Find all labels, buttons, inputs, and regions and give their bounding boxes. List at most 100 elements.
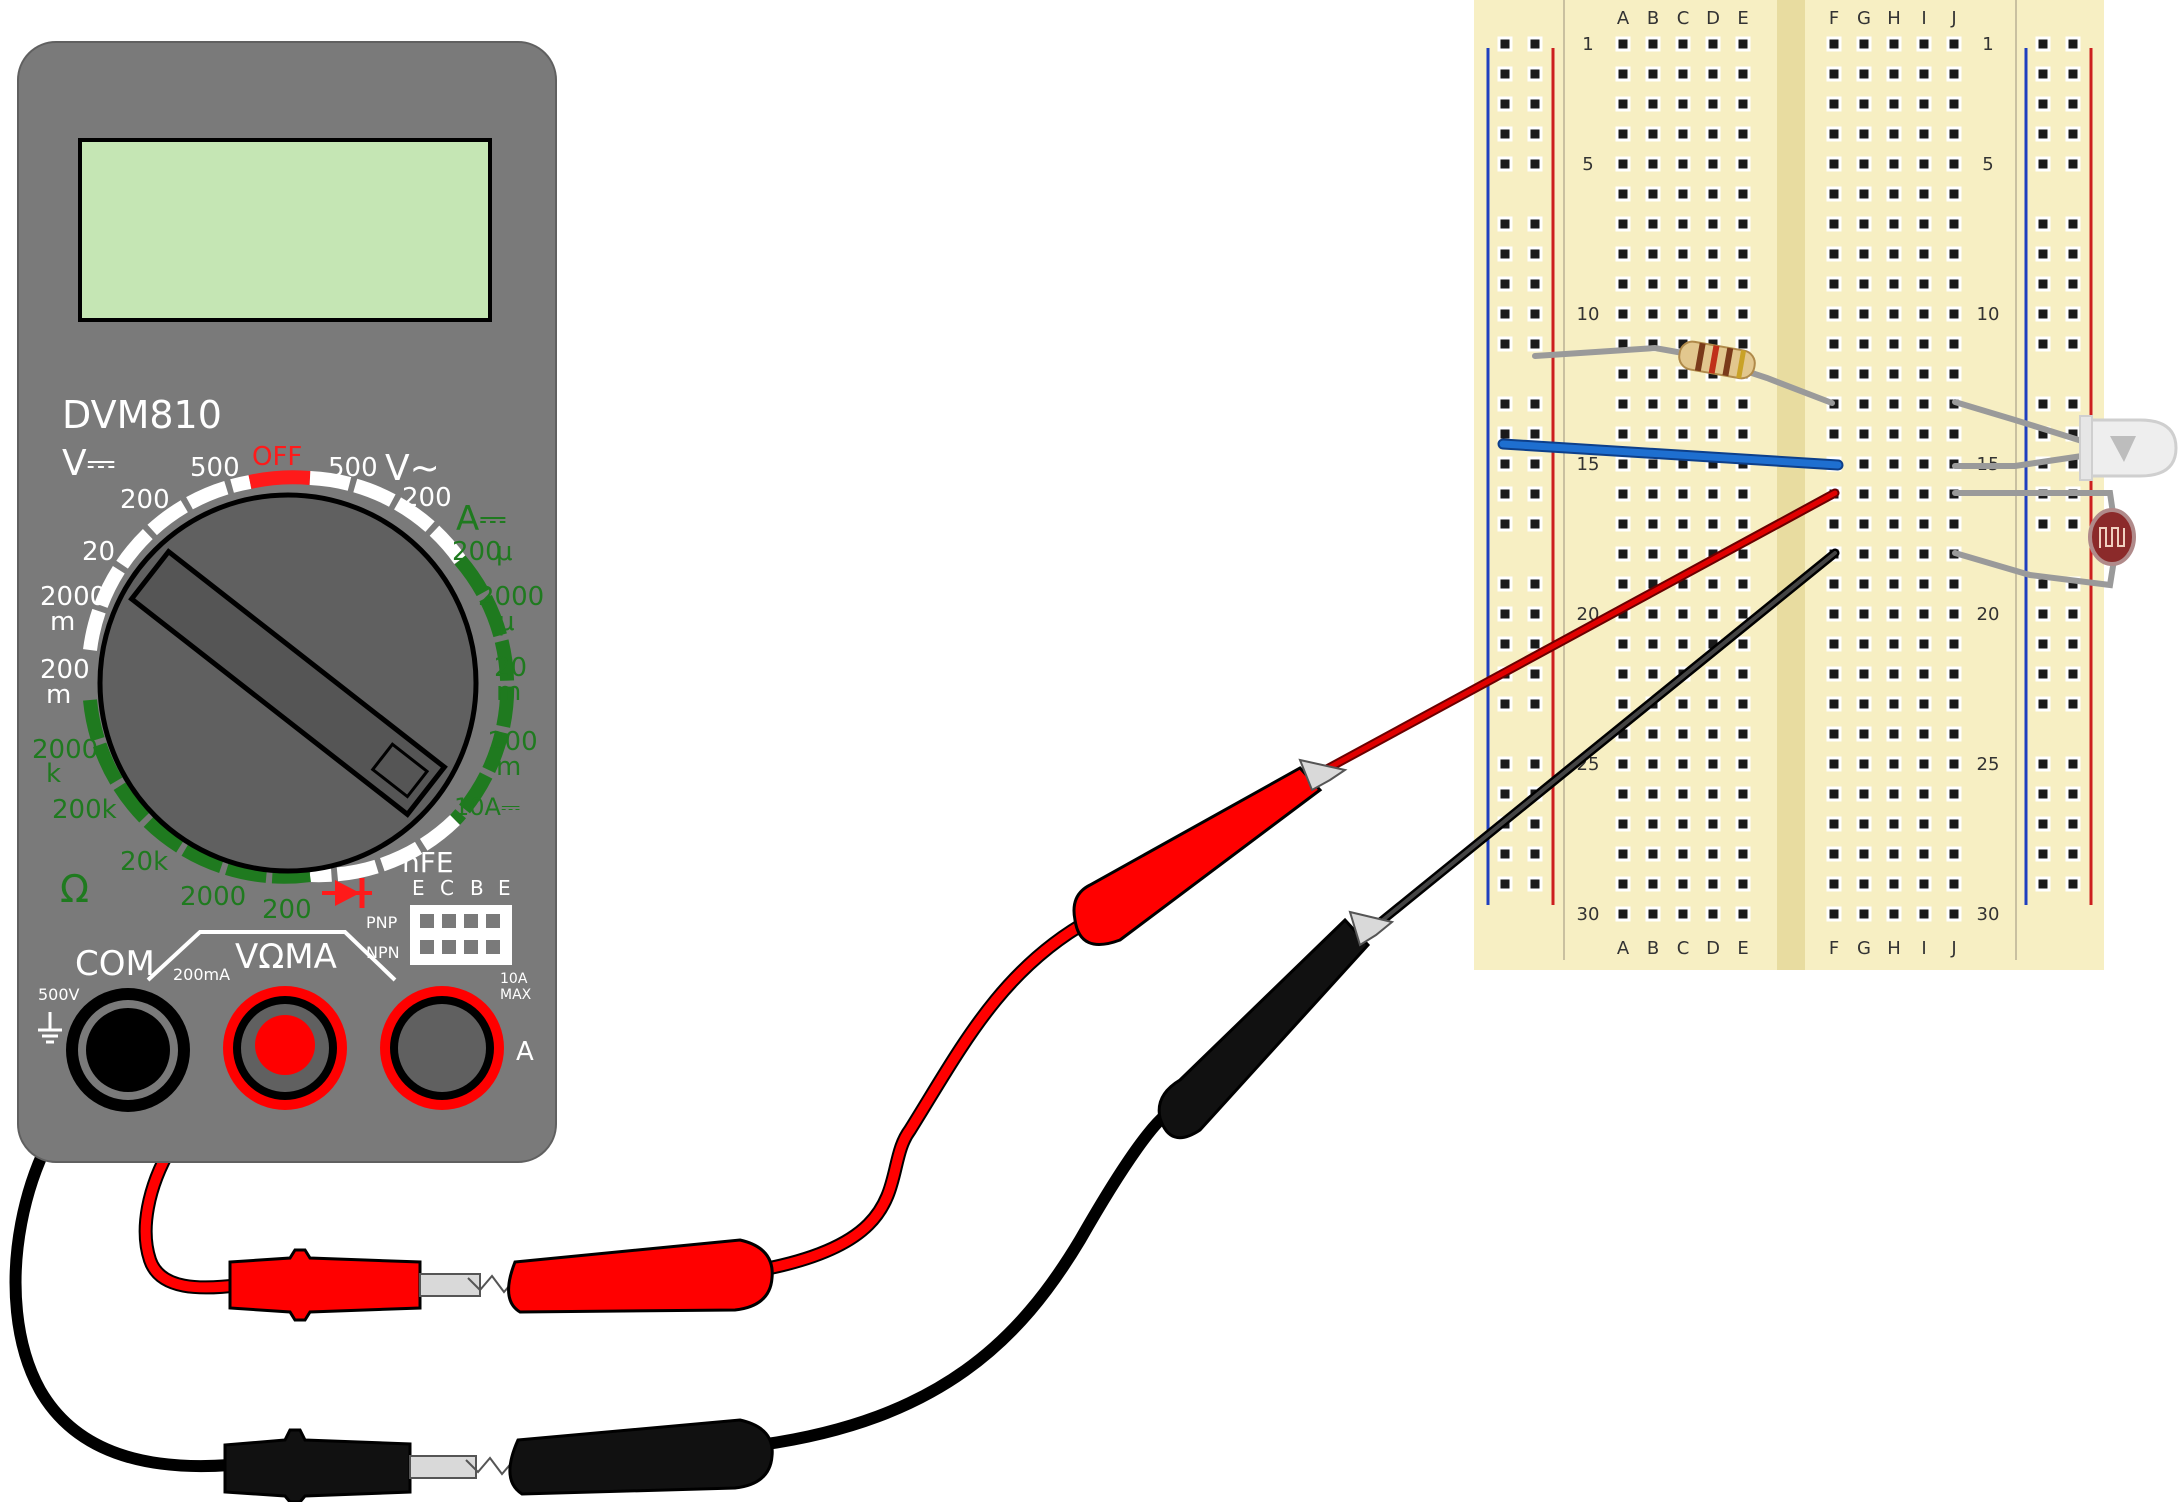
breadboard-hole[interactable] xyxy=(1645,756,1661,772)
breadboard-hole[interactable] xyxy=(1497,516,1513,532)
breadboard-hole[interactable] xyxy=(1527,576,1543,592)
breadboard-hole[interactable] xyxy=(1916,216,1932,232)
breadboard-hole[interactable] xyxy=(1886,786,1902,802)
breadboard-hole[interactable] xyxy=(1946,846,1962,862)
breadboard-hole[interactable] xyxy=(2035,756,2051,772)
breadboard-hole[interactable] xyxy=(1916,906,1932,922)
breadboard-hole[interactable] xyxy=(1916,786,1932,802)
breadboard-hole[interactable] xyxy=(1946,126,1962,142)
breadboard-hole[interactable] xyxy=(2065,846,2081,862)
breadboard-hole[interactable] xyxy=(1527,636,1543,652)
breadboard-hole[interactable] xyxy=(1615,906,1631,922)
breadboard-hole[interactable] xyxy=(1886,426,1902,442)
breadboard-hole[interactable] xyxy=(1497,876,1513,892)
breadboard-hole[interactable] xyxy=(1826,306,1842,322)
breadboard-hole[interactable] xyxy=(1856,486,1872,502)
breadboard-hole[interactable] xyxy=(1645,366,1661,382)
breadboard-hole[interactable] xyxy=(1527,66,1543,82)
breadboard-hole[interactable] xyxy=(1886,816,1902,832)
breadboard-hole[interactable] xyxy=(1497,756,1513,772)
breadboard-hole[interactable] xyxy=(1886,366,1902,382)
breadboard-hole[interactable] xyxy=(1946,426,1962,442)
breadboard-hole[interactable] xyxy=(1946,576,1962,592)
breadboard-hole[interactable] xyxy=(1735,756,1751,772)
breadboard-hole[interactable] xyxy=(1735,396,1751,412)
breadboard-hole[interactable] xyxy=(1705,906,1721,922)
breadboard-hole[interactable] xyxy=(1615,426,1631,442)
breadboard-hole[interactable] xyxy=(1615,456,1631,472)
breadboard-hole[interactable] xyxy=(1527,606,1543,622)
breadboard-hole[interactable] xyxy=(1497,336,1513,352)
breadboard-hole[interactable] xyxy=(1946,366,1962,382)
breadboard-hole[interactable] xyxy=(1946,96,1962,112)
breadboard-hole[interactable] xyxy=(1826,276,1842,292)
breadboard-hole[interactable] xyxy=(2065,516,2081,532)
breadboard-hole[interactable] xyxy=(1705,726,1721,742)
breadboard-hole[interactable] xyxy=(1826,96,1842,112)
breadboard-hole[interactable] xyxy=(1705,36,1721,52)
breadboard-hole[interactable] xyxy=(1645,546,1661,562)
breadboard-hole[interactable] xyxy=(1916,396,1932,412)
breadboard-hole[interactable] xyxy=(1645,456,1661,472)
breadboard-hole[interactable] xyxy=(1615,36,1631,52)
breadboard-hole[interactable] xyxy=(1497,126,1513,142)
breadboard-hole[interactable] xyxy=(1826,816,1842,832)
breadboard-hole[interactable] xyxy=(1946,336,1962,352)
breadboard-hole[interactable] xyxy=(1705,276,1721,292)
breadboard-hole[interactable] xyxy=(2065,606,2081,622)
breadboard-hole[interactable] xyxy=(2035,246,2051,262)
breadboard-hole[interactable] xyxy=(1615,66,1631,82)
breadboard-hole[interactable] xyxy=(1916,846,1932,862)
breadboard-hole[interactable] xyxy=(1826,36,1842,52)
breadboard-hole[interactable] xyxy=(1615,126,1631,142)
breadboard-hole[interactable] xyxy=(1735,666,1751,682)
breadboard-hole[interactable] xyxy=(1826,606,1842,622)
breadboard-hole[interactable] xyxy=(1527,666,1543,682)
breadboard-hole[interactable] xyxy=(1946,876,1962,892)
breadboard-hole[interactable] xyxy=(1886,756,1902,772)
breadboard-hole[interactable] xyxy=(1645,276,1661,292)
breadboard-hole[interactable] xyxy=(1916,516,1932,532)
breadboard-hole[interactable] xyxy=(1886,186,1902,202)
breadboard-hole[interactable] xyxy=(1735,36,1751,52)
breadboard-hole[interactable] xyxy=(1735,126,1751,142)
breadboard-hole[interactable] xyxy=(2035,126,2051,142)
breadboard-hole[interactable] xyxy=(1735,306,1751,322)
breadboard-hole[interactable] xyxy=(1916,816,1932,832)
breadboard-hole[interactable] xyxy=(2065,816,2081,832)
breadboard-hole[interactable] xyxy=(1946,216,1962,232)
breadboard-hole[interactable] xyxy=(1675,306,1691,322)
breadboard-hole[interactable] xyxy=(1645,636,1661,652)
breadboard-hole[interactable] xyxy=(1705,246,1721,262)
breadboard-hole[interactable] xyxy=(2065,306,2081,322)
breadboard-hole[interactable] xyxy=(1946,66,1962,82)
breadboard-hole[interactable] xyxy=(2035,216,2051,232)
breadboard-hole[interactable] xyxy=(1856,96,1872,112)
breadboard-hole[interactable] xyxy=(1527,876,1543,892)
breadboard-hole[interactable] xyxy=(2035,96,2051,112)
breadboard-hole[interactable] xyxy=(1826,246,1842,262)
breadboard-hole[interactable] xyxy=(1497,36,1513,52)
breadboard-hole[interactable] xyxy=(2035,396,2051,412)
breadboard-hole[interactable] xyxy=(1856,126,1872,142)
breadboard-hole[interactable] xyxy=(1826,156,1842,172)
a-jack[interactable] xyxy=(380,986,504,1110)
breadboard-hole[interactable] xyxy=(2065,336,2081,352)
breadboard-hole[interactable] xyxy=(1527,396,1543,412)
breadboard-hole[interactable] xyxy=(1946,36,1962,52)
breadboard-hole[interactable] xyxy=(1916,876,1932,892)
breadboard-hole[interactable] xyxy=(1527,486,1543,502)
breadboard-hole[interactable] xyxy=(1675,756,1691,772)
breadboard-hole[interactable] xyxy=(1675,786,1691,802)
breadboard-hole[interactable] xyxy=(1856,306,1872,322)
breadboard-hole[interactable] xyxy=(1645,816,1661,832)
breadboard-hole[interactable] xyxy=(1946,666,1962,682)
breadboard-hole[interactable] xyxy=(1826,336,1842,352)
breadboard-hole[interactable] xyxy=(2065,216,2081,232)
breadboard-hole[interactable] xyxy=(1735,876,1751,892)
breadboard-hole[interactable] xyxy=(1916,576,1932,592)
breadboard-hole[interactable] xyxy=(1705,516,1721,532)
breadboard-hole[interactable] xyxy=(1946,696,1962,712)
breadboard-hole[interactable] xyxy=(1886,126,1902,142)
breadboard-hole[interactable] xyxy=(1916,366,1932,382)
